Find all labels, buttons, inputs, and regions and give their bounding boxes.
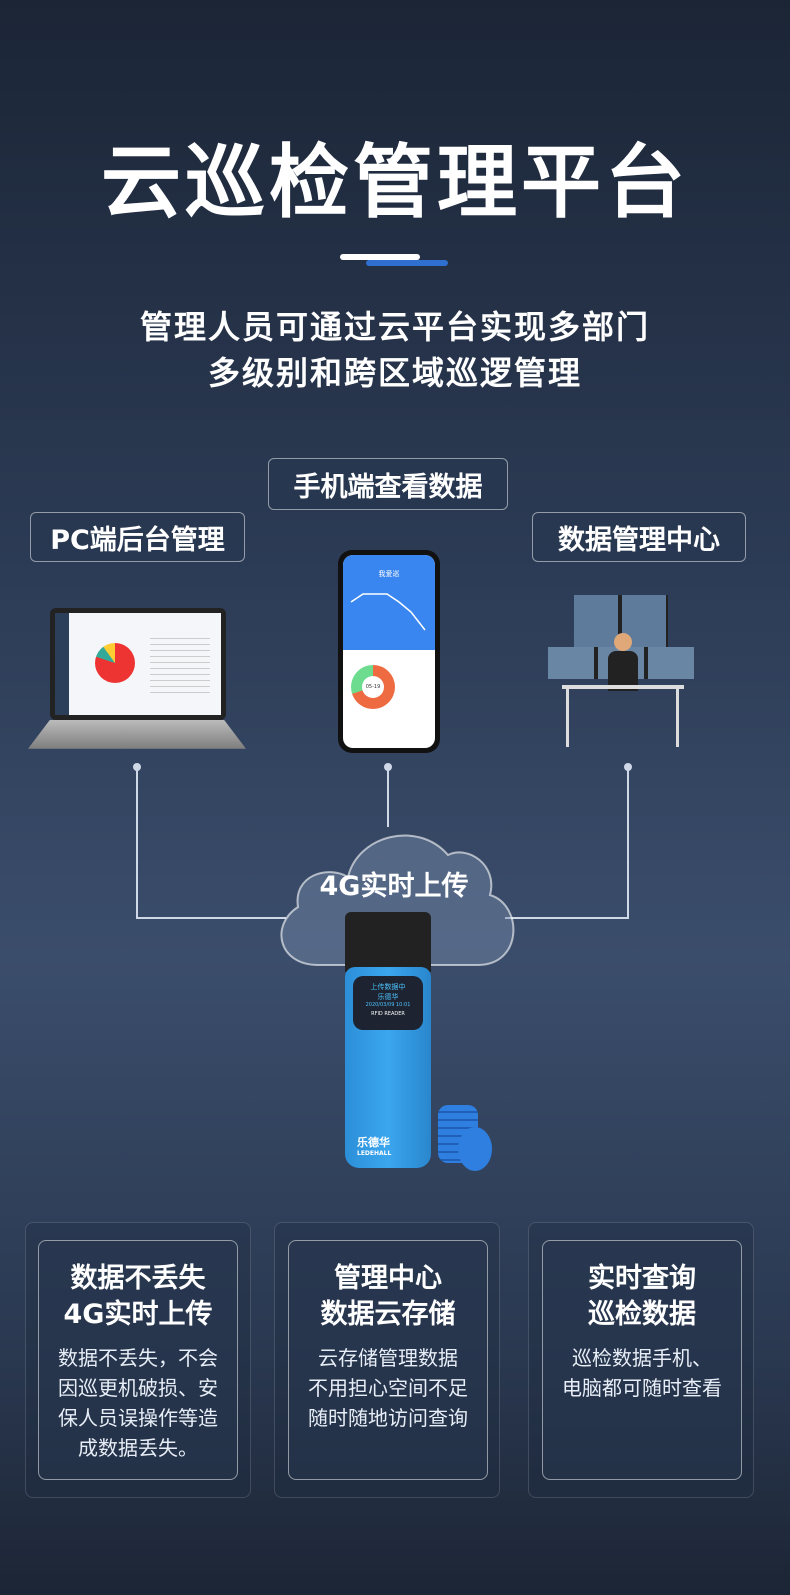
card-heading: 管理中心 [334,1263,442,1294]
card-text: 成数据丢失。 [78,1436,198,1460]
card-heading: 4G实时上传 [63,1299,213,1330]
card-text: 随时随地访问查询 [308,1406,468,1430]
feature-card-3-content: 实时查询 巡检数据 巡检数据手机、 电脑都可随时查看 [542,1240,742,1480]
card-heading: 实时查询 [588,1263,696,1294]
divider [340,254,420,260]
cloud-icon [280,834,515,966]
phone-image: 我爱巡 05-19 [338,550,440,753]
laptop-image [28,608,246,756]
connector-line [627,767,629,918]
card-text: 保人员误操作等造 [58,1406,218,1430]
model-label: RFID READER [371,1011,405,1017]
screen-line-2: 乐德华 [377,993,399,1001]
page-title: 云巡检管理平台 [101,136,689,229]
card-text: 不用担心空间不足 [308,1376,468,1400]
connector-line [136,767,138,918]
connector-line [505,917,629,919]
card-text: 因巡更机破损、安 [58,1376,218,1400]
label-mobile: 手机端查看数据 [268,458,508,510]
brand-en-label: LEDEHALL [357,1150,392,1157]
brand-label: 乐德华 [357,1136,390,1149]
rfid-reader-image: 上传数据中 乐德华 2020/03/09 10:01 RFID READER 乐… [345,912,431,1168]
label-pc: PC端后台管理 [30,512,245,562]
card-heading: 数据云存储 [320,1299,456,1330]
connector-line [387,767,389,827]
card-text: 电脑都可随时查看 [562,1376,722,1400]
card-heading: 巡检数据 [588,1299,696,1330]
screen-line-3: 2020/03/09 10:01 [365,1002,411,1008]
cloud-label: 4G实时上传 [319,871,469,902]
card-text: 巡检数据手机、 [572,1346,712,1370]
rfid-tags-image [438,1105,493,1171]
subtitle-line-1: 管理人员可通过云平台实现多部门 [139,308,650,346]
feature-card-1-content: 数据不丢失 4G实时上传 数据不丢失，不会 因巡更机破损、安 保人员误操作等造 … [38,1240,238,1480]
screen-line-1: 上传数据中 [370,983,406,991]
card-text: 云存储管理数据 [318,1346,458,1370]
label-center: 数据管理中心 [532,512,746,562]
app-title: 我爱巡 [343,555,435,650]
divider-accent [366,260,448,266]
subtitle-line-2: 多级别和跨区域巡逻管理 [207,354,582,392]
card-heading: 数据不丢失 [70,1263,206,1294]
connector-line [136,917,286,919]
feature-card-2-content: 管理中心 数据云存储 云存储管理数据 不用担心空间不足 随时随地访问查询 [288,1240,488,1480]
donut-center: 05-19 [362,676,384,698]
control-center-image [548,595,694,750]
card-text: 数据不丢失，不会 [58,1346,218,1370]
line-chart [350,593,426,631]
